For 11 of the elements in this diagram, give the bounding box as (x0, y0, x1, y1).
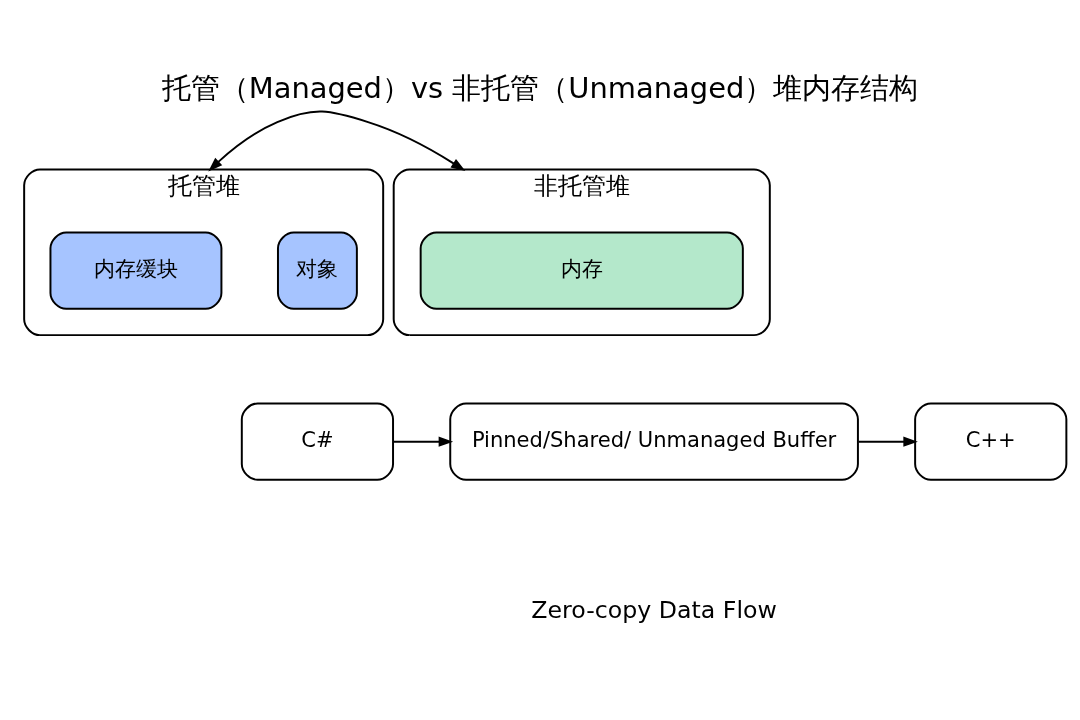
node-box: 内存 (419, 231, 744, 310)
node-box: 内存缓块 (49, 231, 223, 310)
arrow (392, 436, 454, 447)
node-box: Pinned/Shared/ Unmanaged Buffer (449, 402, 859, 481)
node-box: 对象 (277, 231, 358, 310)
arrow (208, 110, 466, 172)
node-box: C++ (914, 402, 1068, 481)
caption: Zero-copy Data Flow (531, 596, 777, 625)
node-box: C# (240, 402, 395, 481)
arrow (857, 436, 918, 447)
diagram-title: 托管（Managed）vs 非托管（Unmanaged）堆内存结构 (161, 70, 919, 105)
